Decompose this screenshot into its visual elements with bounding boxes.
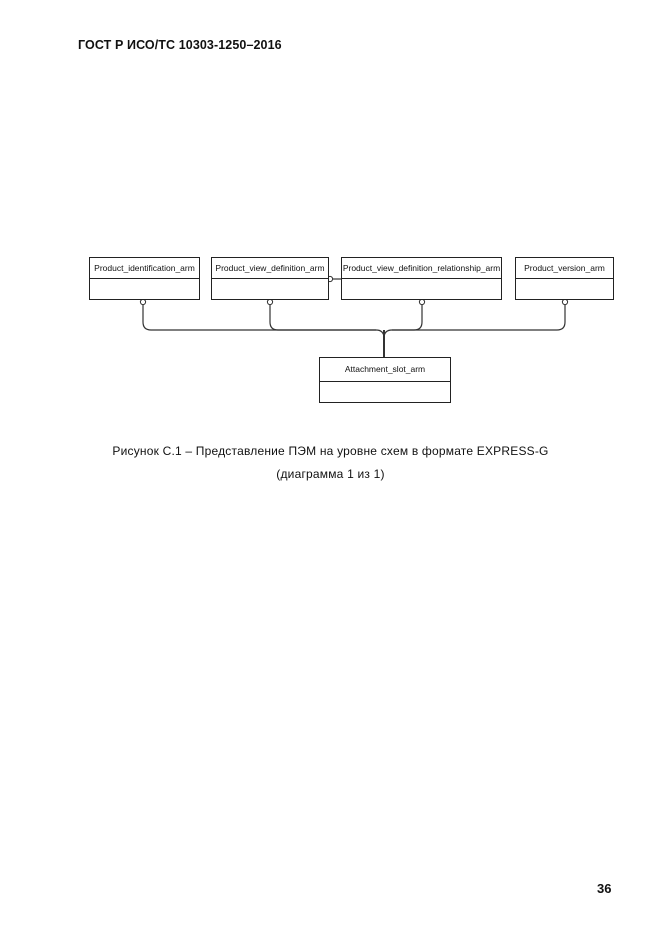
entity-box-product-identification: Product_identification_arm — [89, 257, 200, 300]
entity-box-product-version: Product_version_arm — [515, 257, 614, 300]
entity-box-attachment-slot: Attachment_slot_arm — [319, 357, 451, 403]
relationship-circle-view-relationship — [418, 298, 426, 306]
relationship-line-view-relationship — [383, 303, 423, 339]
entity-name: Product_version_arm — [516, 258, 613, 279]
document-header: ГОСТ Р ИСО/ТС 10303-1250–2016 — [78, 38, 282, 52]
entity-name: Product_identification_arm — [90, 258, 199, 279]
entity-name: Attachment_slot_arm — [320, 358, 450, 382]
entity-name: Product_view_definition_relationship_arm — [342, 258, 501, 279]
entity-name: Product_view_definition_arm — [212, 258, 328, 279]
figure-caption-line-2: (диаграмма 1 из 1) — [276, 467, 385, 481]
figure-caption-line-1: Рисунок С.1 – Представление ПЭМ на уровн… — [112, 444, 549, 458]
relationship-circle-identification — [139, 298, 147, 306]
entity-box-product-view-definition-relationship: Product_view_definition_relationship_arm — [341, 257, 502, 300]
entity-box-product-view-definition: Product_view_definition_arm — [211, 257, 329, 300]
relationship-line-version — [392, 303, 566, 331]
relationship-circle-version — [561, 298, 569, 306]
relationship-line-view-definition — [269, 303, 376, 331]
relationship-circle-view-definition — [266, 298, 274, 306]
page-number: 36 — [597, 881, 612, 896]
